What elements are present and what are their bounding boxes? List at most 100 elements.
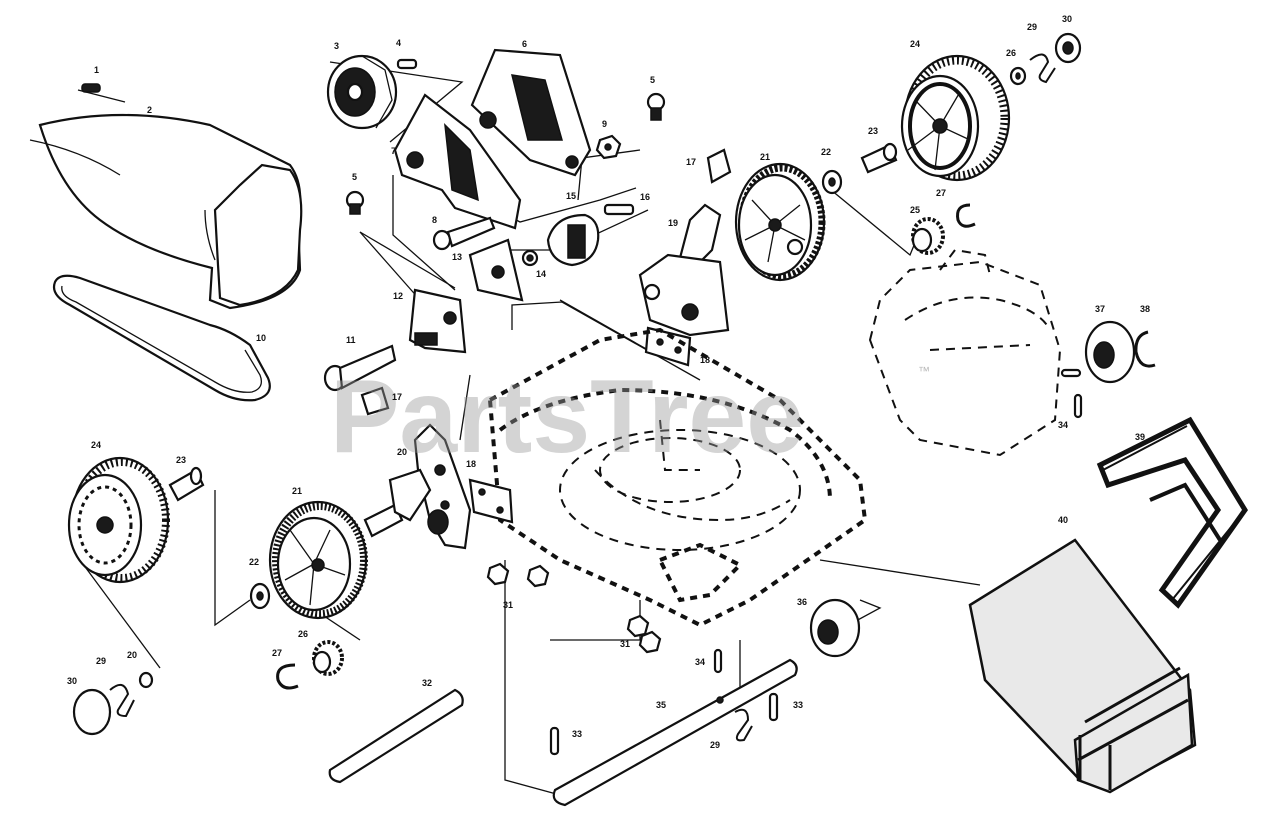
callout-14: 14 [536, 269, 546, 279]
callout-26b: 26 [298, 629, 308, 639]
part-29-hairpin-b [109, 683, 135, 718]
mower-deck [487, 327, 868, 628]
part-26-washer-a [1009, 66, 1027, 86]
part-26-pinion-b [312, 640, 344, 676]
callout-36: 36 [797, 597, 807, 607]
part-11-bolt [323, 344, 397, 392]
callout-38: 38 [1140, 304, 1150, 314]
callout-11: 11 [346, 335, 356, 345]
callout-33a: 33 [572, 729, 582, 739]
part-21-gear-wheel-a [734, 162, 826, 282]
callout-10: 10 [256, 333, 266, 343]
part-5-bolt-a [646, 92, 666, 121]
callout-12: 12 [393, 291, 403, 301]
callout-29a: 29 [1027, 22, 1037, 32]
callout-7: 7 [391, 146, 396, 156]
part-27-clip-b [276, 663, 299, 690]
axle-stub [363, 468, 449, 538]
callout-27a: 27 [936, 188, 946, 198]
part-37-hub [1084, 320, 1136, 384]
callout-8: 8 [432, 215, 437, 225]
callout-17a: 17 [686, 157, 696, 167]
callout-24a: 24 [910, 39, 920, 49]
part-38-ring [1134, 330, 1156, 368]
part-22-washer-a [821, 169, 843, 195]
callout-22a: 22 [821, 147, 831, 157]
engine-outline [868, 248, 1062, 457]
part-31-nuts-b [626, 614, 662, 654]
callout-31b: 31 [620, 639, 630, 649]
part-5-bolt-b [345, 190, 365, 215]
part-20-washer [138, 671, 154, 689]
callout-18b: 18 [466, 459, 476, 469]
callout-23a: 23 [868, 126, 878, 136]
part-1-screw [77, 83, 126, 103]
part-36-hub [809, 598, 861, 658]
callout-6: 6 [522, 39, 527, 49]
callout-labels: 1 2 3 4 5 5 6 7 8 9 10 11 12 13 14 15 16… [67, 14, 1150, 750]
part-6-bracket [470, 48, 592, 177]
watermark-trademark: ™ [918, 364, 930, 378]
part-30-cap-b [72, 688, 112, 736]
callout-29b: 29 [96, 656, 106, 666]
callout-3: 3 [334, 41, 339, 51]
part-24-wheel-b [67, 456, 170, 584]
callout-40: 40 [1058, 515, 1068, 525]
callout-22b: 22 [249, 557, 259, 567]
part-40-grass-catcher [968, 538, 1197, 794]
part-29-hairpin-a [1029, 53, 1056, 84]
callout-39: 39 [1135, 432, 1145, 442]
callout-34a: 34 [695, 657, 705, 667]
callout-29c: 29 [710, 740, 720, 750]
callout-5b: 5 [352, 172, 357, 182]
part-14-nut [521, 249, 539, 267]
callout-18a: 18 [700, 355, 710, 365]
part-25-pinion [911, 217, 945, 255]
part-8-bolt [432, 216, 496, 251]
part-27-clip-a [956, 203, 976, 228]
callout-21b: 21 [292, 486, 302, 496]
part-9-nut [595, 134, 622, 160]
part-33-pin-b [768, 692, 779, 722]
callout-19: 19 [668, 218, 678, 228]
part-16-pin [603, 203, 635, 216]
callout-37: 37 [1095, 304, 1105, 314]
part-17-cam-b [360, 386, 390, 416]
callout-26a: 26 [1006, 48, 1016, 58]
part-17-cam-a [706, 148, 732, 184]
part-12-bracket [408, 288, 467, 354]
callout-34b: 34 [1058, 420, 1068, 430]
part-34-pin-a [713, 648, 723, 674]
callout-33b: 33 [793, 700, 803, 710]
part-13-plate [468, 238, 524, 302]
callout-30b: 30 [67, 676, 77, 686]
callout-24b: 24 [91, 440, 101, 450]
callout-13: 13 [452, 252, 462, 262]
callout-23b: 23 [176, 455, 186, 465]
part-24-wheel-a [900, 54, 1011, 182]
callout-31a: 31 [503, 600, 513, 610]
part-2-shroud [29, 113, 303, 310]
part-23-bushing-a [860, 142, 898, 174]
part-18-plate-b [468, 478, 514, 524]
callout-25: 25 [910, 205, 920, 215]
part-19-height-adjuster [638, 203, 730, 337]
part-35-axle [552, 658, 798, 807]
part-15-bracket [546, 213, 600, 267]
callout-1: 1 [94, 65, 99, 75]
callout-16: 16 [640, 192, 650, 202]
callout-20a: 20 [397, 447, 407, 457]
callout-17b: 17 [392, 392, 402, 402]
watermark-text: PartsTree [330, 359, 804, 475]
part-7-plate [393, 93, 522, 230]
callout-4: 4 [396, 38, 401, 48]
callout-20b: 20 [127, 650, 137, 660]
part-32-rod [328, 688, 464, 784]
part-23-bushing-b [168, 466, 205, 502]
part-10-belt [52, 274, 271, 402]
callout-32: 32 [422, 678, 432, 688]
part-39-handle [1096, 416, 1248, 609]
callout-2: 2 [147, 105, 152, 115]
part-29-hairpin-c [734, 708, 753, 742]
